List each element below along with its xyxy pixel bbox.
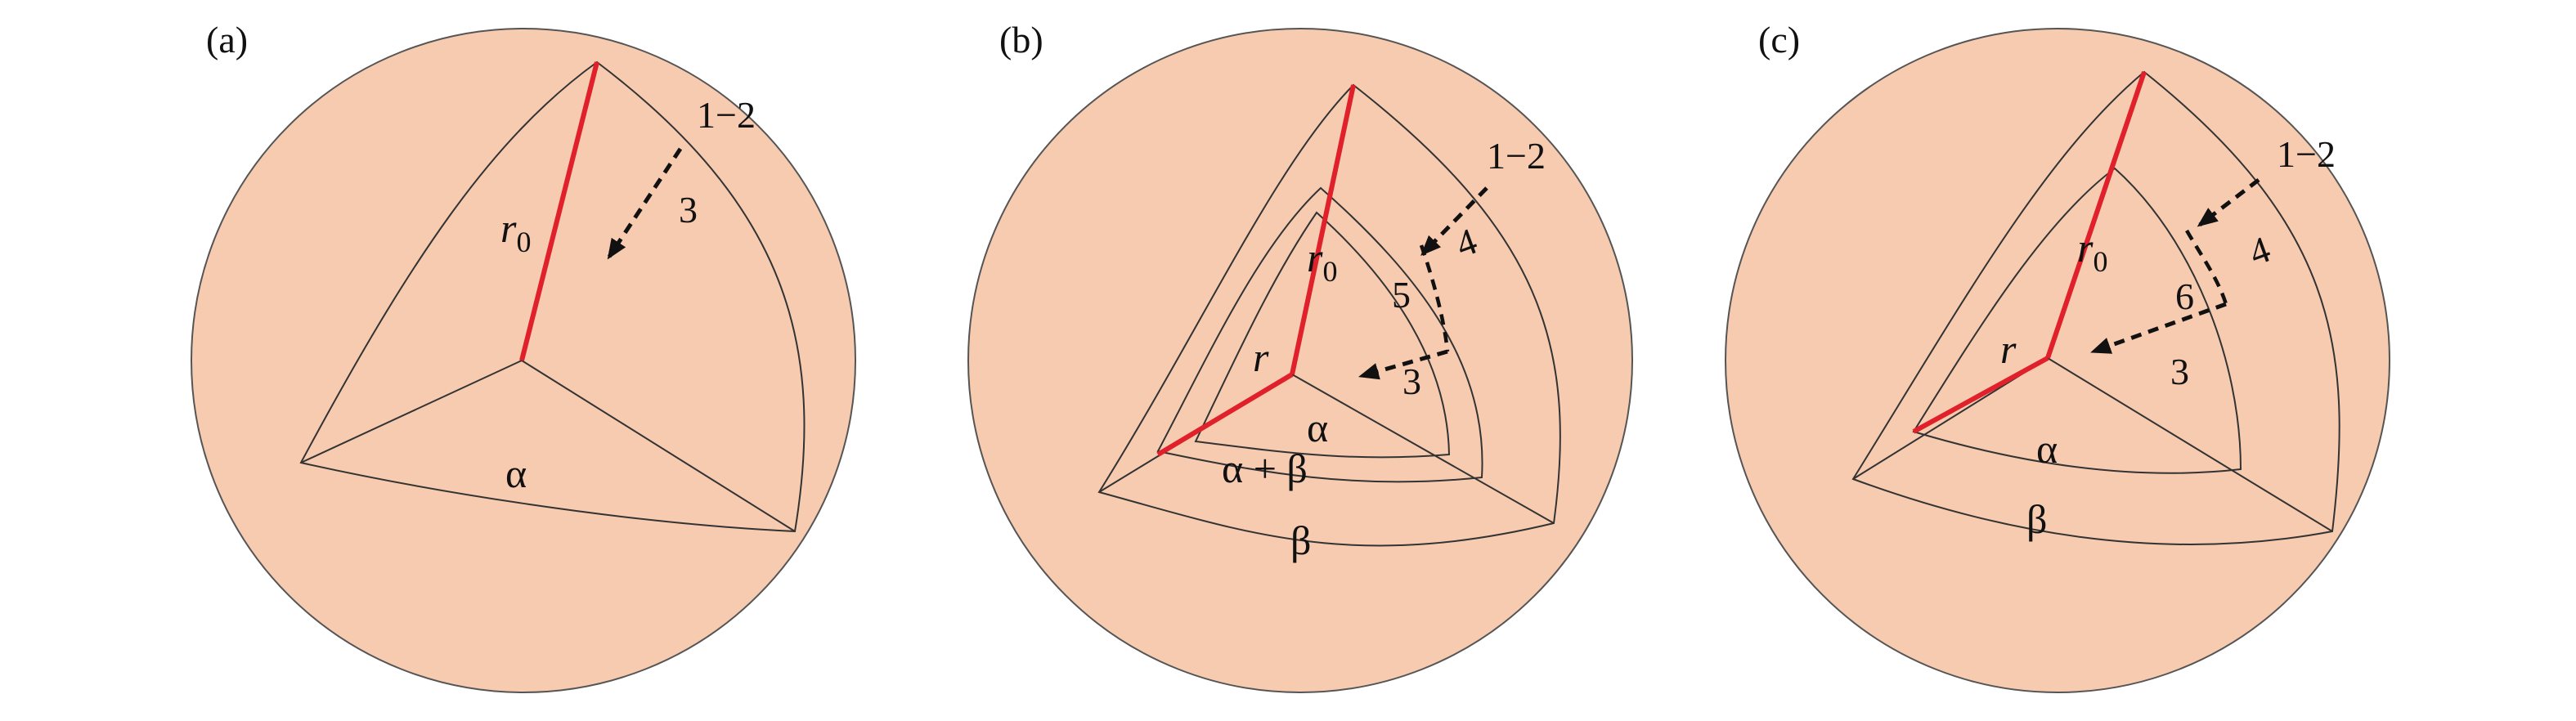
- panel-a: (a) 1−2 3 r0 α: [191, 19, 856, 693]
- panel-b-alpha-label: α: [1307, 405, 1328, 450]
- panel-a-radius-r0: [519, 61, 599, 361]
- panel-b-radius-r0-label: r0: [1307, 235, 1337, 288]
- panel-c: (c) 1−2 4 6 3 r0 r α β: [1725, 19, 2390, 693]
- panel-b-edge-right: [1291, 374, 1555, 524]
- panel-c-radius-r: [1912, 356, 2049, 434]
- panel-a-edge-left: [300, 360, 523, 464]
- panel-b-radius-r: [1156, 372, 1294, 457]
- panel-a-alpha-label: α: [505, 450, 527, 496]
- panel-c-alpha-label: α: [2036, 426, 2058, 472]
- panel-a-step-3: 3: [679, 189, 698, 231]
- panel-c-path-label: 1−2: [2277, 133, 2336, 175]
- panel-c-step-6: 6: [2175, 275, 2194, 317]
- panel-b-beta-region: [1097, 83, 1561, 547]
- panel-b-label: (b): [999, 19, 1043, 60]
- panel-c-sphere: [1725, 28, 2390, 693]
- panel-c-beta-region: [1851, 70, 2340, 546]
- panel-b-step-3: 3: [1402, 360, 1421, 402]
- panel-b-boundary-step5: [1419, 244, 1450, 352]
- panel-b-arrow-step3: [1358, 349, 1448, 380]
- panel-b: (b) 1−2 4 5 3 r0 r α α + β β: [967, 19, 1633, 693]
- panel-c-radius-r0-label: r0: [2077, 225, 2107, 278]
- panel-c-arrow-step4: [2197, 178, 2260, 227]
- panel-b-step-5: 5: [1392, 274, 1411, 316]
- panel-b-alpha-beta-label: α + β: [1222, 446, 1308, 491]
- panel-a-edge-right: [521, 360, 796, 532]
- panel-a-label: (a): [206, 19, 248, 60]
- panel-b-radius-r-label: r: [1253, 334, 1269, 380]
- panel-b-alpha-region: [1194, 211, 1451, 459]
- panel-a-path-label: 1−2: [697, 94, 756, 136]
- panel-b-beta-label: β: [1290, 517, 1311, 563]
- panel-b-path-label: 1−2: [1487, 135, 1546, 177]
- panel-b-arrow-step4: [1420, 186, 1488, 256]
- panel-c-radius-r-label: r: [2000, 326, 2017, 372]
- panel-b-alpha-beta-region: [1156, 186, 1483, 483]
- panel-b-sphere: [967, 28, 1633, 693]
- panel-c-alpha-region: [1912, 167, 2242, 474]
- panel-a-radius-label: r0: [500, 205, 531, 258]
- panel-c-boundary-step6: [2185, 229, 2228, 305]
- panel-c-arrow-step3: [2090, 302, 2227, 354]
- panel-c-step-3: 3: [2170, 351, 2189, 392]
- panel-c-label: (c): [1758, 19, 1800, 60]
- panel-a-arrow-step3: [607, 147, 683, 260]
- panel-c-radius-r0: [2045, 71, 2147, 359]
- panel-b-radius-r0: [1290, 84, 1356, 375]
- panel-a-alpha-region: [299, 60, 806, 533]
- panel-c-edge-right: [2047, 357, 2333, 532]
- panel-c-beta-label: β: [2026, 496, 2047, 542]
